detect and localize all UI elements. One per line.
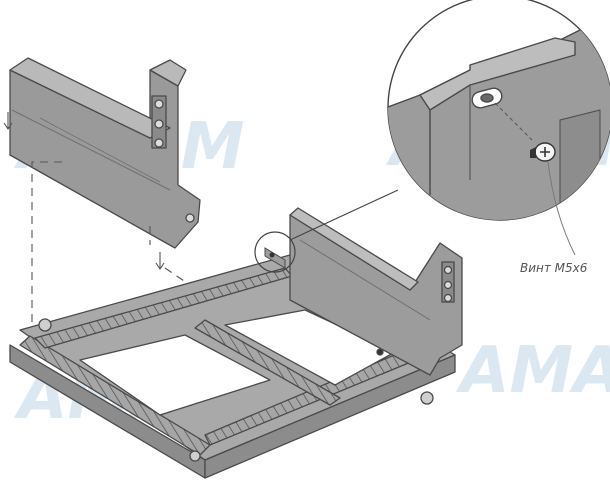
detail-marker <box>254 189 399 273</box>
installed-side-panel <box>289 207 463 376</box>
down-arrow-icon-center <box>155 252 165 270</box>
screw-icon <box>530 142 556 162</box>
screw-callout-label: Винт М5х6 <box>520 261 588 275</box>
base-tray <box>9 254 456 479</box>
down-arrow-icon-left <box>3 112 13 130</box>
detached-side-panel <box>9 57 201 249</box>
magnified-screw-detail <box>387 0 610 221</box>
detail-connector-upper <box>289 189 399 241</box>
watermark-bottom-right: AMAM <box>455 334 610 408</box>
callout-leader-line <box>547 161 576 256</box>
